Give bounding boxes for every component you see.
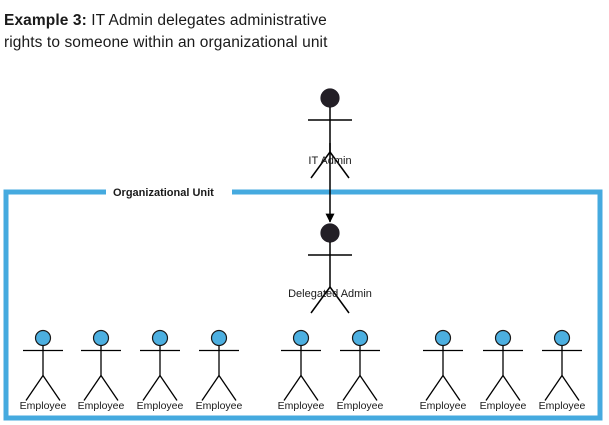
title-line2: rights to someone within an organization…: [4, 34, 328, 51]
employee-actor-leg-left: [425, 375, 444, 401]
employee-actor: Employee: [137, 329, 184, 412]
employee-actor-leg-right: [100, 375, 119, 401]
actor-delegated-admin-label: Delegated Admin: [288, 288, 372, 300]
employee-actor: Employee: [278, 329, 325, 412]
employee-actor-head-icon: [151, 329, 169, 347]
actor-delegated-admin-leg-left: [310, 286, 331, 314]
employee-actor-leg-left: [25, 375, 44, 401]
employee-actor-label: Employee: [20, 400, 67, 412]
actor-it-admin: IT Admin: [308, 88, 352, 179]
employee-actor: Employee: [539, 329, 586, 412]
employee-actor-leg-left: [201, 375, 220, 401]
employee-actor-leg-left: [142, 375, 161, 401]
employee-actor-leg-right: [442, 375, 461, 401]
employee-actor-head-icon: [34, 329, 52, 347]
employee-actor-leg-left: [342, 375, 361, 401]
employee-group-1: Employee Employee Employee Employee: [20, 329, 243, 412]
employee-actor-head-icon: [434, 329, 452, 347]
employee-actor-leg-right: [300, 375, 319, 401]
employee-actor-label: Employee: [137, 400, 184, 412]
title-prefix: Example 3:: [4, 12, 87, 29]
employee-actor-head-icon: [210, 329, 228, 347]
employee-actor-leg-right: [502, 375, 521, 401]
employee-actor-label: Employee: [539, 400, 586, 412]
employee-actor-label: Employee: [337, 400, 384, 412]
actor-it-admin-leg-left: [310, 151, 331, 179]
actor-delegated-admin-head-icon: [320, 223, 340, 243]
employee-group-3: Employee Employee Employee: [420, 329, 586, 412]
employee-actor: Employee: [196, 329, 243, 412]
title-rest: IT Admin delegates administrative: [86, 12, 327, 29]
actor-delegated-admin-leg-right: [329, 286, 350, 314]
actor-it-admin-head-icon: [320, 88, 340, 108]
employee-actor-head-icon: [292, 329, 310, 347]
org-unit-label: Organizational Unit: [113, 187, 214, 199]
employee-actor: Employee: [480, 329, 527, 412]
organizational-unit-boundary: Organizational Unit: [3, 187, 603, 421]
employee-actor-leg-right: [561, 375, 580, 401]
employee-actor-leg-right: [359, 375, 378, 401]
employee-actor-leg-right: [42, 375, 61, 401]
actor-it-admin-label: IT Admin: [308, 155, 351, 167]
employee-actor-leg-left: [83, 375, 102, 401]
employee-actor-label: Employee: [480, 400, 527, 412]
employee-actor-label: Employee: [420, 400, 467, 412]
employee-actor-label: Employee: [78, 400, 125, 412]
employee-actor-leg-right: [218, 375, 237, 401]
employee-actor-leg-left: [485, 375, 504, 401]
employee-actor: Employee: [420, 329, 467, 412]
employee-actor-label: Employee: [196, 400, 243, 412]
employee-actor-leg-right: [159, 375, 178, 401]
employee-actor-head-icon: [553, 329, 571, 347]
employee-actor-leg-left: [544, 375, 563, 401]
employee-actor: Employee: [337, 329, 384, 412]
actor-delegated-admin: Delegated Admin: [288, 223, 372, 314]
employee-actor-head-icon: [494, 329, 512, 347]
employee-actor-head-icon: [92, 329, 110, 347]
actor-it-admin-leg-right: [329, 151, 350, 179]
employee-actor-label: Employee: [278, 400, 325, 412]
employee-actor: Employee: [78, 329, 125, 412]
employee-actor: Employee: [20, 329, 67, 412]
employee-actor-leg-left: [283, 375, 302, 401]
employee-actor-head-icon: [351, 329, 369, 347]
page-title: Example 3: IT Admin delegates administra…: [4, 10, 584, 54]
employee-group-2: Employee Employee: [278, 329, 384, 412]
